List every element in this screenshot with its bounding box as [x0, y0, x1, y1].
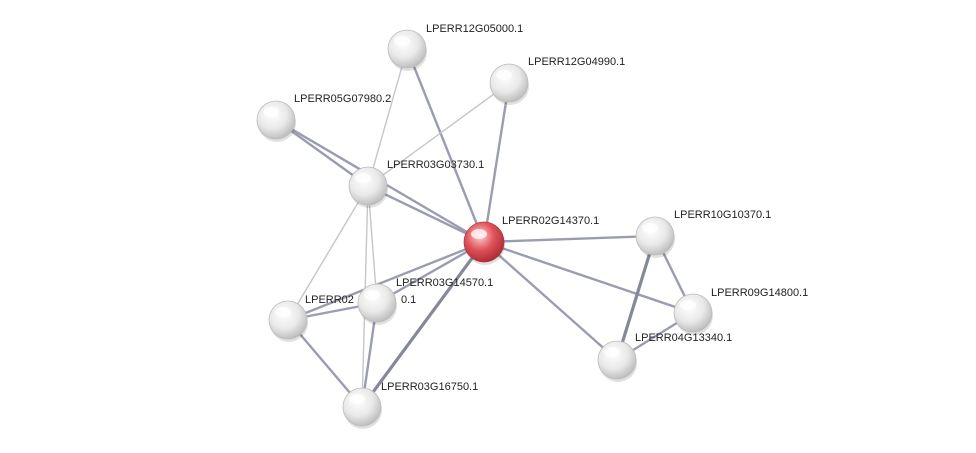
- node-n04g13340[interactable]: LPERR04G13340.1: [597, 332, 732, 382]
- node-highlight: [394, 36, 410, 46]
- node-sphere[interactable]: [635, 216, 675, 256]
- edge-n02g14370-n04g13340: [482, 240, 619, 362]
- node-n10g10370[interactable]: LPERR10G10370.1: [635, 209, 771, 258]
- edge-n12g05000-n02g14370: [405, 47, 486, 244]
- node-sphere[interactable]: [342, 387, 382, 427]
- node-label: LPERR03G14570.1: [396, 277, 493, 289]
- edge-n10g10370-n04g13340: [615, 234, 657, 362]
- node-n12g04990[interactable]: LPERR12G04990.1: [489, 56, 625, 105]
- node-label-suffix: 0.1: [401, 294, 416, 306]
- node-sphere[interactable]: [256, 100, 296, 140]
- node-n05g07980[interactable]: LPERR05G07980.2: [256, 93, 391, 142]
- node-label: LPERR12G04990.1: [528, 56, 625, 68]
- node-label: LPERR03G16750.1: [381, 381, 478, 393]
- edge-n03g03730-n02g_partial: [287, 185, 369, 321]
- edge-n12g04990-n02g14370: [482, 81, 511, 244]
- node-sphere[interactable]: [357, 283, 397, 323]
- node-highlight: [604, 347, 620, 357]
- node-highlight: [642, 223, 658, 233]
- node-sphere[interactable]: [348, 166, 388, 206]
- node-highlight: [364, 290, 380, 300]
- edge-n12g05000-n03g03730: [367, 48, 408, 187]
- node-label: LPERR05G07980.2: [294, 93, 391, 105]
- query-node-sphere[interactable]: [463, 221, 505, 263]
- node-highlight: [496, 70, 512, 80]
- node-label: LPERR03G03730.1: [387, 159, 484, 171]
- node-sphere[interactable]: [489, 63, 529, 103]
- node-n09g14800[interactable]: LPERR09G14800.1: [673, 287, 808, 335]
- node-label: LPERR10G10370.1: [674, 209, 771, 221]
- edge-n02g14370-n03g16750: [360, 240, 486, 409]
- node-sphere[interactable]: [673, 293, 713, 333]
- node-label: LPERR02: [305, 294, 354, 306]
- node-n03g16750[interactable]: LPERR03G16750.1: [342, 381, 478, 429]
- node-n03g14570[interactable]: LPERR03G14570.1: [357, 277, 493, 325]
- edge-n02g14370-n02g_partial: [286, 240, 486, 322]
- node-label: LPERR04G13340.1: [635, 332, 732, 344]
- node-n03g03730[interactable]: LPERR03G03730.1: [348, 159, 484, 208]
- node-label: LPERR09G14800.1: [711, 287, 808, 299]
- node-sphere[interactable]: [268, 300, 308, 340]
- node-highlight: [471, 229, 487, 239]
- node-label: LPERR02G14370.1: [502, 215, 599, 227]
- node-highlight: [355, 173, 371, 183]
- edge-n02g14370-n09g14800: [482, 240, 695, 315]
- node-highlight: [680, 300, 696, 310]
- node-highlight: [263, 107, 279, 117]
- node-n02g14370[interactable]: LPERR02G14370.1: [463, 215, 599, 265]
- node-highlight: [275, 307, 291, 317]
- edge-n03g03730-n02g14370: [366, 184, 486, 244]
- edge-n02g14370-n10g10370: [482, 234, 657, 244]
- node-layer: LPERR02 0.1 LPERR12G05000.1LPERR12G04990.1…: [256, 23, 808, 429]
- edge-n03g03730-n03g14570: [367, 185, 378, 304]
- node-label: LPERR12G05000.1: [426, 23, 523, 35]
- node-highlight: [349, 394, 365, 404]
- edge-n02g14370-n03g14570: [375, 240, 486, 305]
- node-n12g05000[interactable]: LPERR12G05000.1: [387, 23, 523, 71]
- edge-n12g04990-n03g03730: [367, 82, 510, 187]
- node-sphere[interactable]: [387, 29, 427, 69]
- node-sphere[interactable]: [597, 340, 637, 380]
- node-n02g_partial[interactable]: LPERR02 0.1: [268, 294, 416, 342]
